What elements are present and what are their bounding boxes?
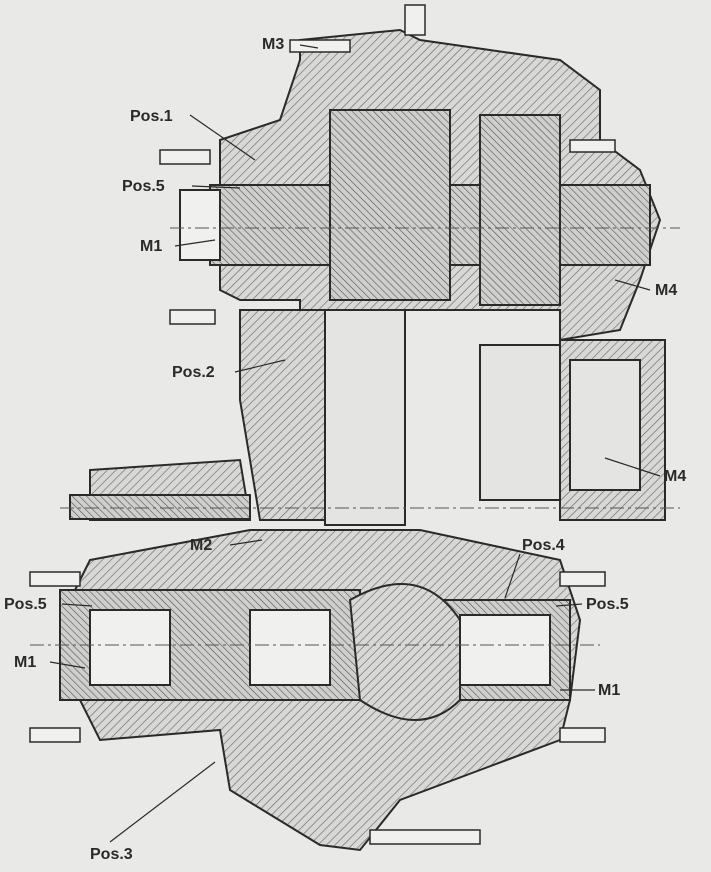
label-m4-mid: M4 xyxy=(664,468,687,485)
middle-gear-right xyxy=(479,344,561,501)
label-pos5-left: Pos.5 xyxy=(4,596,47,613)
label-pos3: Pos.3 xyxy=(90,846,133,863)
label-m2: M2 xyxy=(190,537,213,554)
label-m1-right: M1 xyxy=(598,682,621,699)
label-pos5-top: Pos.5 xyxy=(122,178,165,195)
label-pos5-right: Pos.5 xyxy=(586,596,629,613)
middle-gear-left xyxy=(324,309,406,526)
label-m1-left: M1 xyxy=(14,654,37,671)
label-m4-top: M4 xyxy=(655,282,678,299)
label-pos1: Pos.1 xyxy=(130,108,173,125)
label-m1-top: M1 xyxy=(140,238,163,255)
label-pos4: Pos.4 xyxy=(522,537,565,554)
middle-housing xyxy=(239,309,331,521)
label-m3: M3 xyxy=(262,36,285,53)
label-pos2: Pos.2 xyxy=(172,364,215,381)
